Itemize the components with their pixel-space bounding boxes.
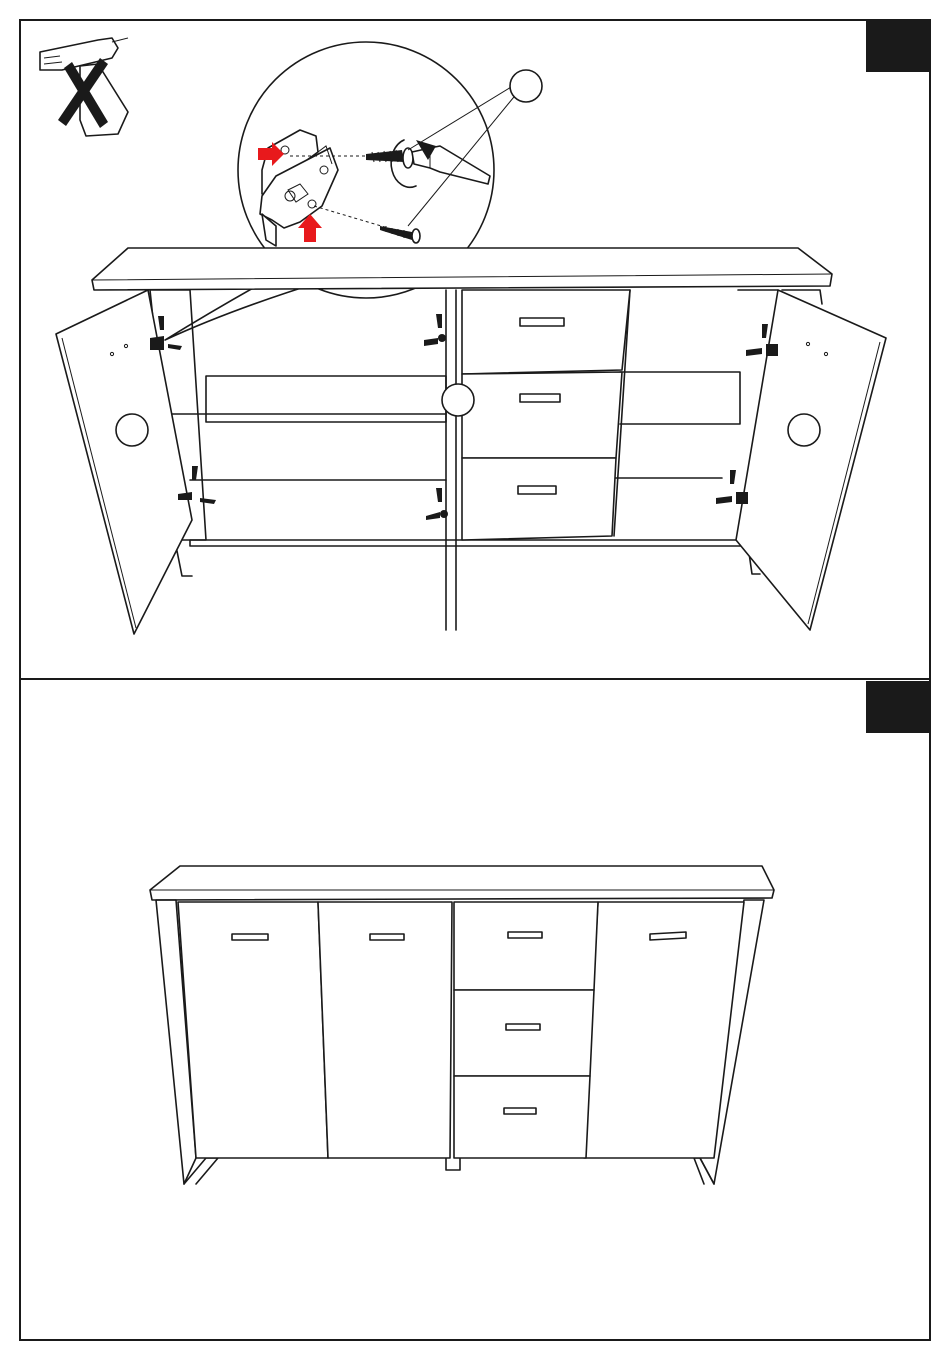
- cabinet-open-doors: [56, 248, 886, 634]
- hinge-screws-lower-center: [426, 488, 448, 520]
- hinge-screws-lower-right: [716, 470, 748, 504]
- step-two-illustration: [0, 680, 950, 1340]
- no-power-drill-icon: [40, 38, 128, 136]
- assembled-sideboard: [150, 866, 774, 1184]
- callout-circle-screws: [510, 70, 542, 102]
- step-one-illustration: [0, 0, 950, 680]
- hinge-screws-upper-center: [424, 314, 446, 346]
